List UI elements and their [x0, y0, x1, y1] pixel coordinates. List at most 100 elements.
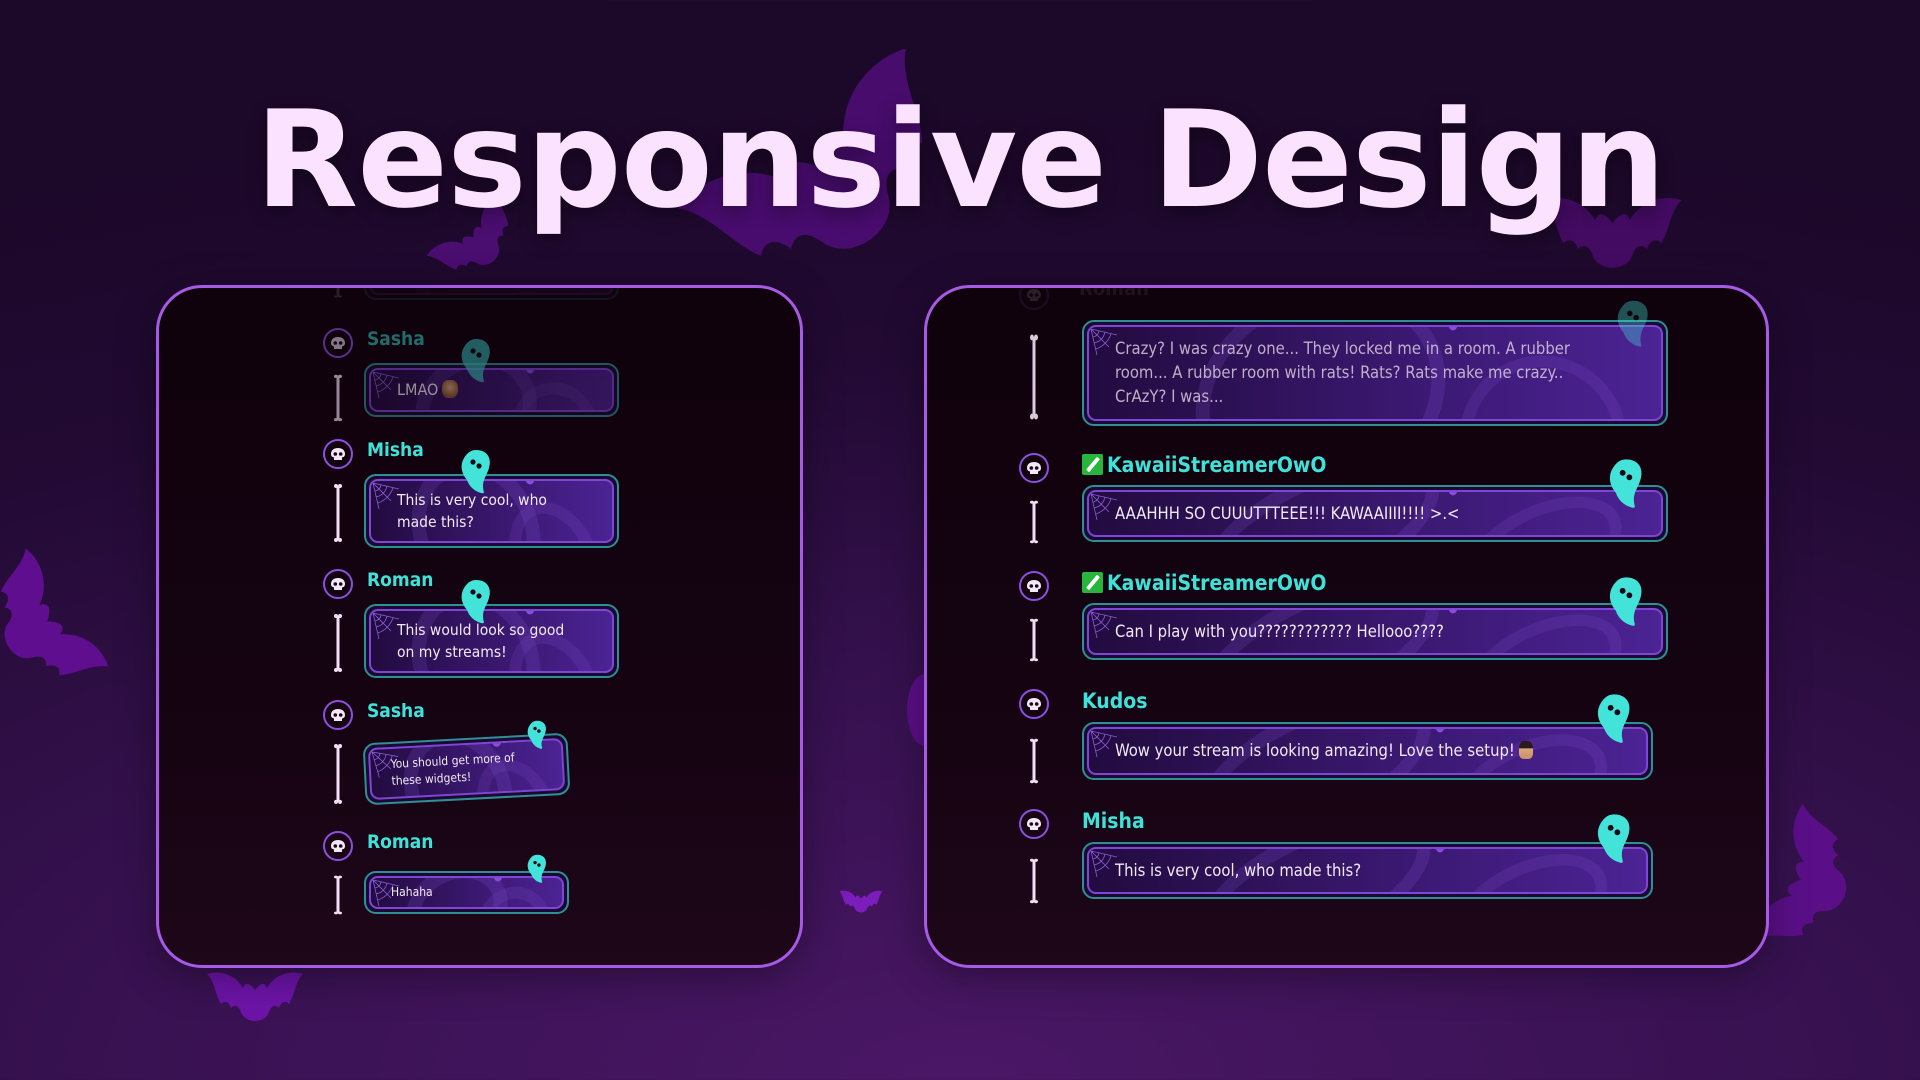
- message-bubble: Hahaha: [364, 871, 569, 914]
- bone-icon: [1030, 618, 1038, 662]
- message-text: Hahaha: [391, 884, 433, 899]
- ghost-icon: [459, 338, 493, 384]
- ghost-icon: [1607, 458, 1645, 510]
- spiderweb-icon: [1091, 851, 1117, 877]
- bat-decoration-right: [1709, 785, 1920, 984]
- spiderweb-icon: [1091, 731, 1117, 757]
- message-text: LMAO: [397, 378, 459, 401]
- bone-icon: [334, 483, 342, 543]
- ghost-icon: [459, 449, 493, 495]
- ghost-icon: [1615, 298, 1651, 350]
- bone-icon: [1030, 500, 1038, 544]
- username: Kudos: [1082, 689, 1148, 713]
- skull-icon: [331, 709, 345, 721]
- bone-icon: [334, 374, 342, 422]
- drip-decoration: [487, 740, 506, 747]
- bone-icon: [1030, 858, 1038, 904]
- drip-decoration: [1448, 327, 1458, 331]
- message-bubble: [364, 288, 619, 300]
- username: Roman: [1079, 285, 1149, 300]
- message-bubble: Wow your stream is looking amazing! Love…: [1082, 722, 1653, 780]
- spiderweb-icon: [371, 751, 399, 778]
- message-bubble: You should get more of these widgets!: [362, 732, 571, 806]
- bone-icon: [334, 613, 342, 673]
- drip-decoration: [1435, 849, 1445, 853]
- message-text: Can I play with you???????????? Hellooo?…: [1115, 621, 1444, 641]
- bat-decoration-large: [630, 0, 1040, 396]
- spiderweb-icon: [373, 613, 399, 639]
- ghost-icon: [526, 720, 548, 750]
- message-text: Wow your stream is looking amazing! Love…: [1115, 739, 1533, 763]
- avatar: [1019, 689, 1049, 719]
- spiderweb-icon: [1091, 612, 1117, 638]
- username: KawaiiStreamerOwO: [1082, 453, 1326, 477]
- bat-decoration-middle: [836, 885, 886, 921]
- username: KawaiiStreamerOwO: [1082, 571, 1326, 595]
- avatar: [323, 831, 353, 861]
- avatar: [323, 328, 353, 358]
- bone-icon: [1030, 738, 1038, 784]
- message-bubble: This is very cool, who made this?: [1082, 842, 1653, 899]
- username: Sasha: [367, 328, 425, 350]
- ghost-icon: [1607, 576, 1645, 628]
- drip-decoration: [1448, 492, 1458, 496]
- skull-icon: [1027, 698, 1041, 710]
- avatar: [323, 700, 353, 730]
- skull-icon: [331, 337, 345, 349]
- page-title: Responsive Design: [255, 82, 1666, 238]
- spiderweb-icon: [373, 372, 399, 398]
- drip-decoration: [493, 878, 503, 882]
- skull-icon: [331, 840, 345, 852]
- message-bubble: Can I play with you???????????? Hellooo?…: [1082, 603, 1668, 660]
- spiderweb-icon: [373, 483, 399, 509]
- drip-decoration: [525, 370, 535, 374]
- message-bubble: Crazy? I was crazy one... They locked me…: [1082, 320, 1668, 426]
- bat-decoration-top-right: [1520, 180, 1705, 295]
- bat-decoration-left: [0, 528, 135, 731]
- bat-decoration-bottom-left: [190, 960, 320, 1040]
- ghost-icon: [459, 579, 493, 625]
- avatar: [323, 569, 353, 599]
- avatar: [1019, 453, 1049, 483]
- sword-badge-icon: [1082, 572, 1103, 593]
- message-text: You should get more of these widgets!: [390, 750, 515, 788]
- skull-icon: [331, 448, 345, 460]
- drip-decoration: [525, 481, 535, 485]
- username: Misha: [1082, 809, 1145, 833]
- ghost-icon: [1595, 813, 1633, 865]
- skull-icon: [1027, 462, 1041, 474]
- message-bubble: This is very cool, who made this?: [364, 474, 619, 548]
- username: Roman: [367, 831, 434, 853]
- ghost-icon: [1595, 693, 1633, 745]
- message-text: This is very cool, who made this?: [397, 490, 547, 531]
- face-emote-icon: [442, 380, 459, 399]
- username: Sasha: [367, 700, 425, 722]
- ghost-icon: [526, 854, 548, 884]
- avatar: [1019, 809, 1049, 839]
- message-bubble: LMAO: [364, 363, 619, 417]
- bone-icon: [334, 743, 342, 805]
- bone-icon: [334, 288, 342, 298]
- spiderweb-icon: [373, 880, 399, 906]
- drip-decoration: [1448, 610, 1458, 614]
- message-text: AAAHHH SO CUUUTTTEEE!!! KAWAAIIII!!!! >.…: [1115, 503, 1460, 523]
- spiderweb-icon: [1091, 494, 1117, 520]
- chat-widget-narrow: Sasha LMAO Misha This is very: [156, 285, 803, 968]
- skull-icon: [1027, 580, 1041, 592]
- bone-icon: [1030, 333, 1038, 421]
- spiderweb-icon: [1091, 329, 1117, 355]
- message-text: Crazy? I was crazy one... They locked me…: [1115, 339, 1570, 406]
- avatar: [1019, 288, 1049, 310]
- username: Roman: [367, 569, 434, 591]
- skull-icon: [1027, 289, 1041, 301]
- bone-icon: [334, 875, 342, 915]
- sword-badge-icon: [1082, 454, 1103, 475]
- message-bubble: AAAHHH SO CUUUTTTEEE!!! KAWAAIIII!!!! >.…: [1082, 485, 1668, 542]
- drip-decoration: [1435, 729, 1445, 733]
- message-text: This would look so good on my streams!: [397, 620, 565, 661]
- wave-emote-icon: [1518, 741, 1533, 760]
- message-text: This is very cool, who made this?: [1115, 860, 1362, 880]
- username: Misha: [367, 439, 424, 461]
- avatar: [323, 439, 353, 469]
- skull-icon: [331, 578, 345, 590]
